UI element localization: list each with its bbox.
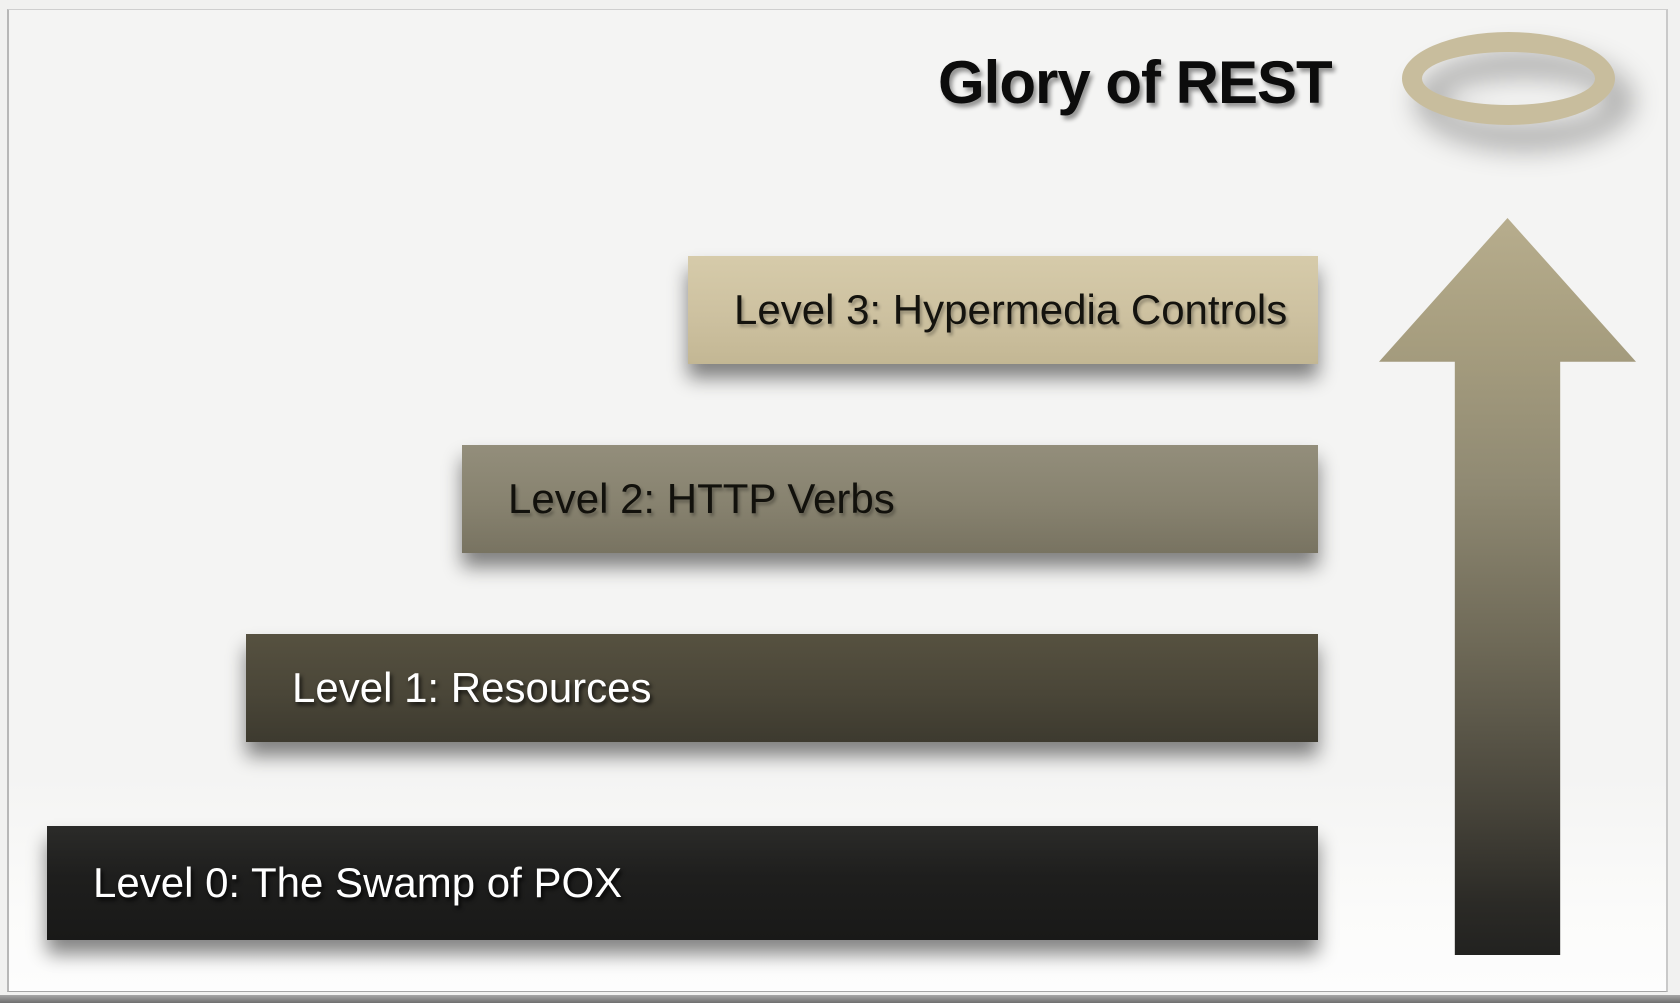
level-0-bar: Level 0: The Swamp of POX xyxy=(47,826,1318,940)
level-3-bar: Level 3: Hypermedia Controls xyxy=(688,256,1318,364)
level-2-bar: Level 2: HTTP Verbs xyxy=(462,445,1318,553)
slide-bottom-edge xyxy=(0,995,1680,1003)
diagram-title: Glory of REST xyxy=(938,49,1333,116)
halo-icon xyxy=(1402,32,1615,125)
level-1-bar: Level 1: Resources xyxy=(246,634,1318,742)
